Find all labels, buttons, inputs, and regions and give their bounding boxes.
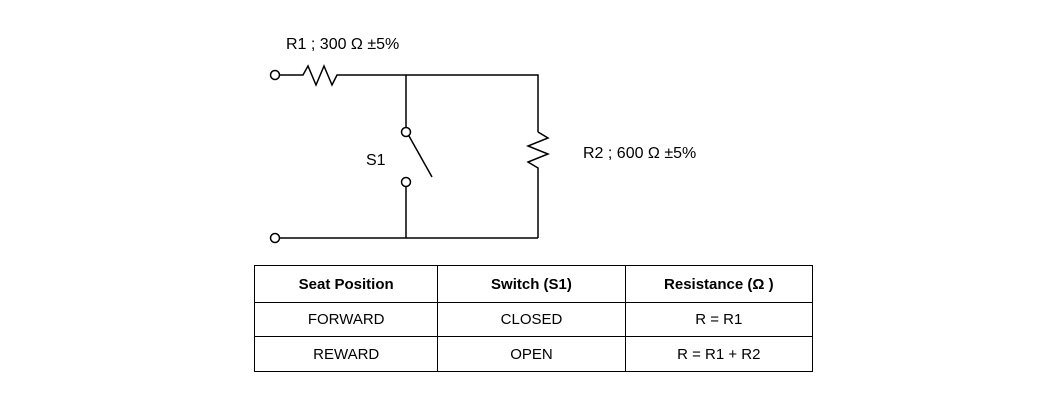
switch-contact-bottom (400, 176, 412, 188)
r2-resistor (525, 131, 551, 238)
table-cell: CLOSED (437, 302, 626, 337)
r1-resistor (279, 64, 539, 132)
table-cell: R = R1 (624, 302, 814, 337)
table-cell: FORWARD (253, 302, 439, 337)
r1-label: R1 ; 300 Ω ±5% (286, 36, 400, 53)
table-cell: REWARD (253, 336, 439, 372)
column-header-seat-position: Seat Position (253, 265, 439, 303)
table-cell: R = R1 + R2 (624, 336, 814, 372)
table-header-row: Seat Position Switch (S1) Resistance (Ω … (253, 265, 814, 303)
table-row: REWARD OPEN R = R1 + R2 (253, 336, 814, 372)
resistance-table: Seat Position Switch (S1) Resistance (Ω … (253, 265, 814, 372)
column-header-switch: Switch (S1) (437, 265, 626, 303)
input-terminal-top (269, 69, 281, 81)
table-cell: OPEN (437, 336, 626, 372)
s1-label: S1 (366, 152, 386, 169)
table-row: FORWARD CLOSED R = R1 (253, 302, 814, 337)
switch-contact-top (400, 126, 412, 138)
switch-lever (408, 135, 433, 178)
column-header-resistance: Resistance (Ω ) (624, 265, 814, 303)
input-terminal-bottom (269, 232, 281, 244)
r2-label: R2 ; 600 Ω ±5% (583, 145, 697, 162)
